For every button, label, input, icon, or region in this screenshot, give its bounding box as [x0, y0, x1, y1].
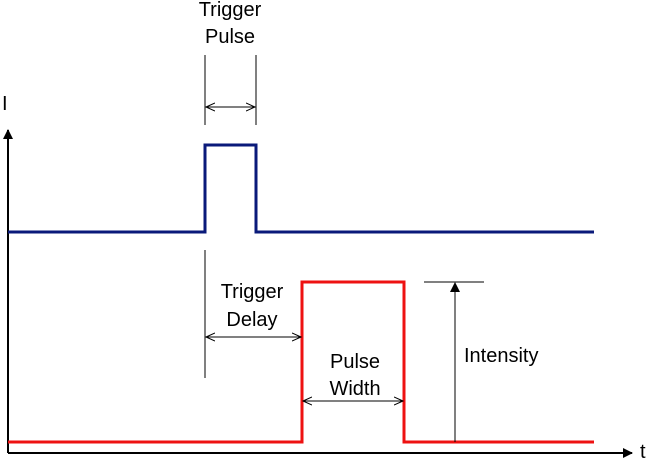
- trigger-pulse-label-line2: Pulse: [205, 26, 255, 48]
- trigger-pulse-label-line1: Trigger: [199, 0, 262, 21]
- trigger-signal-line: [8, 143, 594, 234]
- y-axis-label: I: [2, 93, 8, 115]
- pulse-width-label-line1: Pulse: [330, 351, 380, 373]
- trigger-delay-label-line2: Delay: [226, 309, 277, 331]
- trigger-delay-label-line1: Trigger: [221, 281, 284, 303]
- pulse-width-label-line2: Width: [329, 378, 380, 400]
- intensity-label: Intensity: [464, 345, 538, 367]
- output-signal-line: [8, 280, 594, 444]
- x-axis-label: t: [640, 441, 646, 461]
